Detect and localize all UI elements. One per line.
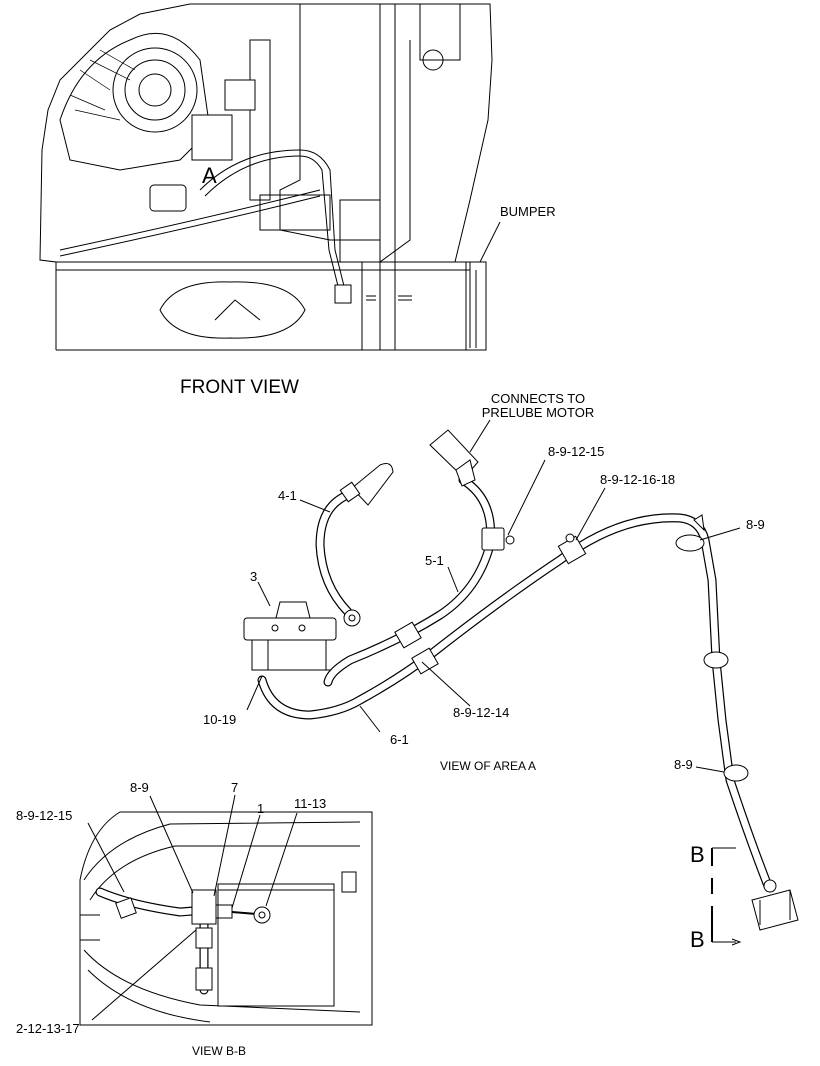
section-marker-b-bottom: B	[690, 927, 705, 952]
callout-6-1: 6-1	[390, 732, 409, 747]
connects-to-label-line2: PRELUBE MOTOR	[482, 405, 594, 420]
callout-1: 1	[257, 801, 264, 816]
front-view-title: FRONT VIEW	[180, 377, 299, 398]
callout-8-9-mid: 8-9	[674, 757, 693, 772]
callout-4-1: 4-1	[278, 488, 297, 503]
section-marker-b-top: B	[690, 842, 705, 867]
callout-8-9-12-14: 8-9-12-14	[453, 705, 509, 720]
bumper-label: BUMPER	[500, 204, 556, 219]
callout-8-9-view-bb: 8-9	[130, 780, 149, 795]
area-a-marker: A	[202, 163, 217, 188]
view-bb-drawing	[79, 794, 373, 1026]
callout-11-13: 11-13	[294, 796, 326, 811]
view-bb-title: VIEW B-B	[192, 1044, 246, 1058]
callout-8-9-12-15-area-a: 8-9-12-15	[548, 444, 604, 459]
callout-3: 3	[250, 569, 257, 584]
connects-to-label-line1: CONNECTS TO	[491, 391, 585, 406]
callout-8-9-12-16-18: 8-9-12-16-18	[600, 472, 675, 487]
area-a-drawing	[243, 419, 799, 946]
callout-8-9-top: 8-9	[746, 517, 765, 532]
front-view-drawing	[39, 3, 501, 351]
callout-8-9-12-15-view-bb: 8-9-12-15	[16, 808, 72, 823]
callout-7: 7	[231, 780, 238, 795]
area-a-title: VIEW OF AREA A	[440, 759, 536, 773]
callout-5-1: 5-1	[425, 553, 444, 568]
callout-10-19: 10-19	[203, 712, 236, 727]
callout-2-12-13-17: 2-12-13-17	[16, 1021, 80, 1036]
